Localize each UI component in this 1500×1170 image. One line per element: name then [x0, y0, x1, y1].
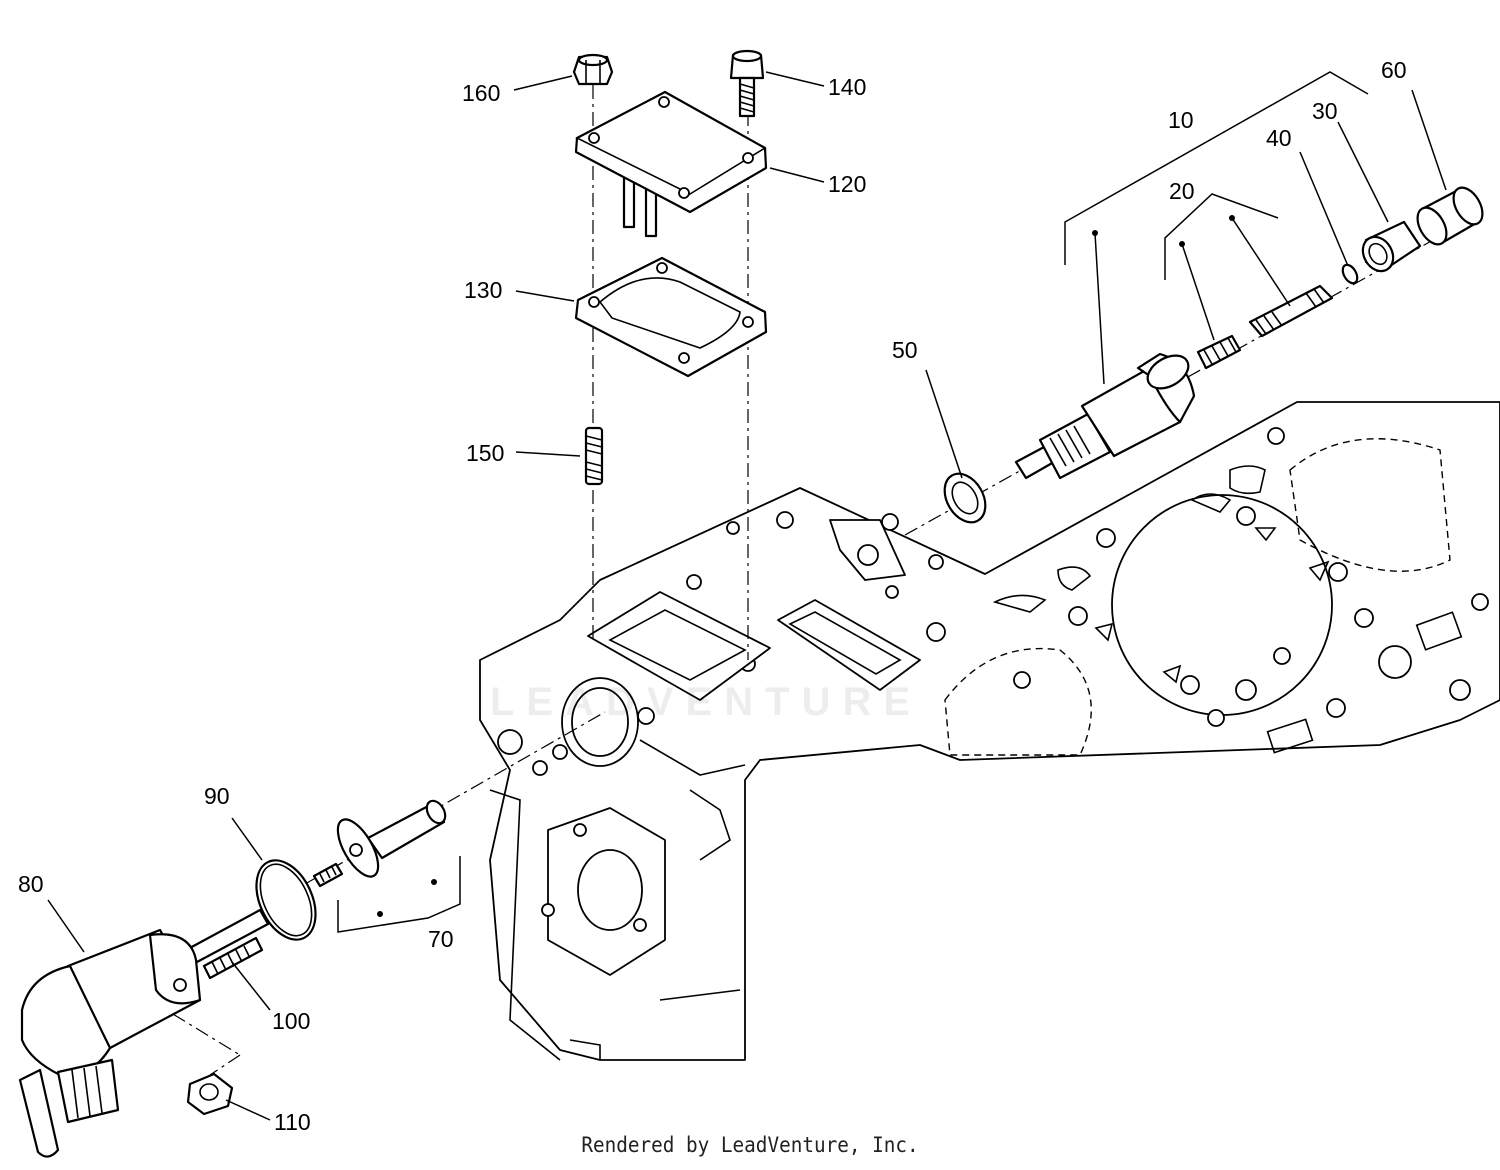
part-130-gasket — [574, 256, 768, 378]
part-150-stud — [584, 426, 604, 486]
label-110: 110 — [274, 1109, 311, 1135]
part-40-clip — [1341, 263, 1359, 285]
part-160-nut — [572, 53, 614, 86]
label-10: 10 — [1168, 107, 1194, 133]
part-120-cover — [574, 90, 768, 238]
part-140-bolt — [729, 49, 765, 118]
part-50-washer — [943, 472, 987, 524]
part-70-plunger — [312, 799, 447, 888]
label-150: 150 — [466, 440, 504, 466]
engine-block — [479, 401, 1500, 1061]
leader-lines — [47, 71, 1447, 1121]
sensor-assembly — [904, 71, 1484, 536]
gasket-holes — [497, 427, 1489, 776]
label-130: 130 — [464, 277, 502, 303]
part-60-sleeve — [1416, 186, 1484, 246]
label-40: 40 — [1266, 125, 1292, 151]
label-90: 90 — [204, 783, 230, 809]
label-60: 60 — [1381, 57, 1407, 83]
label-30: 30 — [1312, 98, 1338, 124]
part-80-solenoid — [18, 908, 270, 1158]
label-160: 160 — [462, 80, 500, 106]
callout-labels: 160 140 120 130 150 50 10 20 40 30 60 90… — [18, 57, 1407, 1135]
label-120: 120 — [828, 171, 866, 197]
label-70: 70 — [428, 926, 454, 952]
part-10-body — [1014, 352, 1196, 480]
footer-credit: Rendered by LeadVenture, Inc. — [581, 1133, 919, 1157]
watermark: LEADVENTURE — [490, 680, 923, 724]
label-20: 20 — [1169, 178, 1195, 204]
part-100-stud — [202, 936, 264, 980]
label-50: 50 — [892, 337, 918, 363]
part-90-oring — [255, 859, 317, 941]
part-110-nut — [186, 1072, 234, 1116]
part-20-spring — [1196, 284, 1334, 370]
label-140: 140 — [828, 74, 866, 100]
label-80: 80 — [18, 871, 44, 897]
cover-assembly — [572, 49, 768, 660]
solenoid-assembly — [18, 711, 606, 1158]
label-100: 100 — [272, 1008, 310, 1034]
part-30-nut — [1361, 220, 1422, 273]
